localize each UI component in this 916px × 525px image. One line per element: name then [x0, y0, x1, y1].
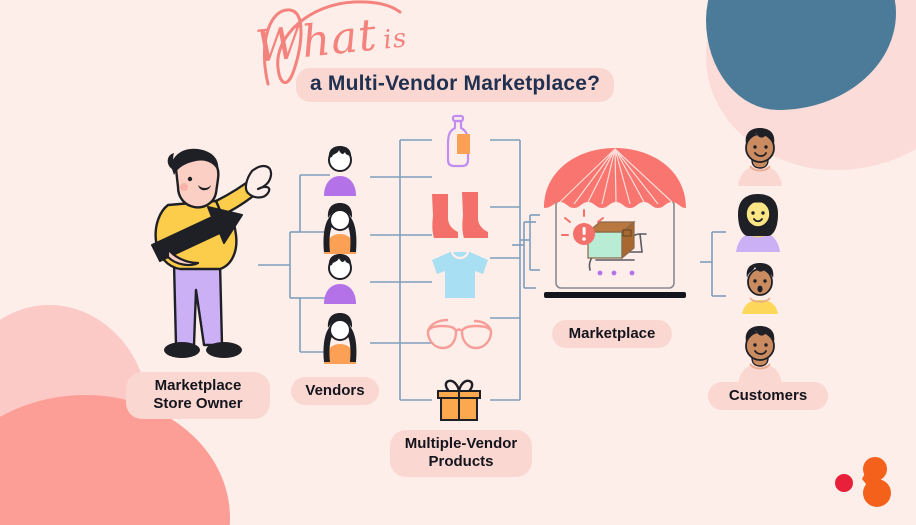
- gift-box-icon: [437, 379, 481, 421]
- owner-label-line1: Marketplace: [154, 377, 242, 394]
- marketplace-shop-illustration: [544, 148, 686, 298]
- customer-avatar-4: [738, 326, 782, 384]
- title-headline-wrap: a Multi-Vendor Marketplace?: [296, 68, 615, 102]
- bottle-icon: [446, 114, 470, 168]
- marketplace-label-pill: Marketplace: [552, 320, 672, 349]
- products-label-pill: Multiple-Vendor Products: [390, 430, 532, 477]
- products-label-line1: Multiple-Vendor: [404, 435, 518, 452]
- customer-avatar-3: [742, 263, 778, 314]
- title-block: Whatis a Multi-Vendor Marketplace?: [240, 0, 660, 106]
- boots-icon: [432, 192, 488, 238]
- customer-avatar-1: [738, 128, 782, 186]
- marketplace-label: Marketplace: [568, 325, 656, 342]
- vendor-avatar-4: [323, 313, 357, 364]
- vendors-label: Vendors: [305, 382, 365, 399]
- page-title: a Multi-Vendor Marketplace?: [296, 68, 615, 102]
- owner-label-line2: Store Owner: [153, 395, 243, 413]
- customers-label-pill: Customers: [708, 382, 828, 411]
- owner-label-pill: Marketplace Store Owner: [126, 372, 270, 419]
- vendors-label-pill: Vendors: [291, 377, 379, 406]
- title-swash-decoration: [263, 0, 402, 86]
- brand-logo[interactable]: [832, 455, 894, 507]
- vendor-avatar-2: [323, 203, 357, 254]
- tshirt-icon: [432, 251, 488, 298]
- vendor-avatar-3: [324, 254, 356, 304]
- sunglasses-icon: [426, 318, 493, 350]
- decorative-blob-bottom-left-bump-bottom: [122, 439, 148, 469]
- decorative-blob-top-right-blue: [706, 0, 896, 110]
- marketplace-store-owner-illustration: [151, 148, 273, 358]
- vendor-avatar-1: [324, 146, 356, 196]
- products-label-line2: Products: [428, 453, 494, 471]
- customers-label: Customers: [728, 387, 808, 404]
- customer-avatar-2: [736, 194, 780, 252]
- title-script-small: is: [381, 23, 409, 56]
